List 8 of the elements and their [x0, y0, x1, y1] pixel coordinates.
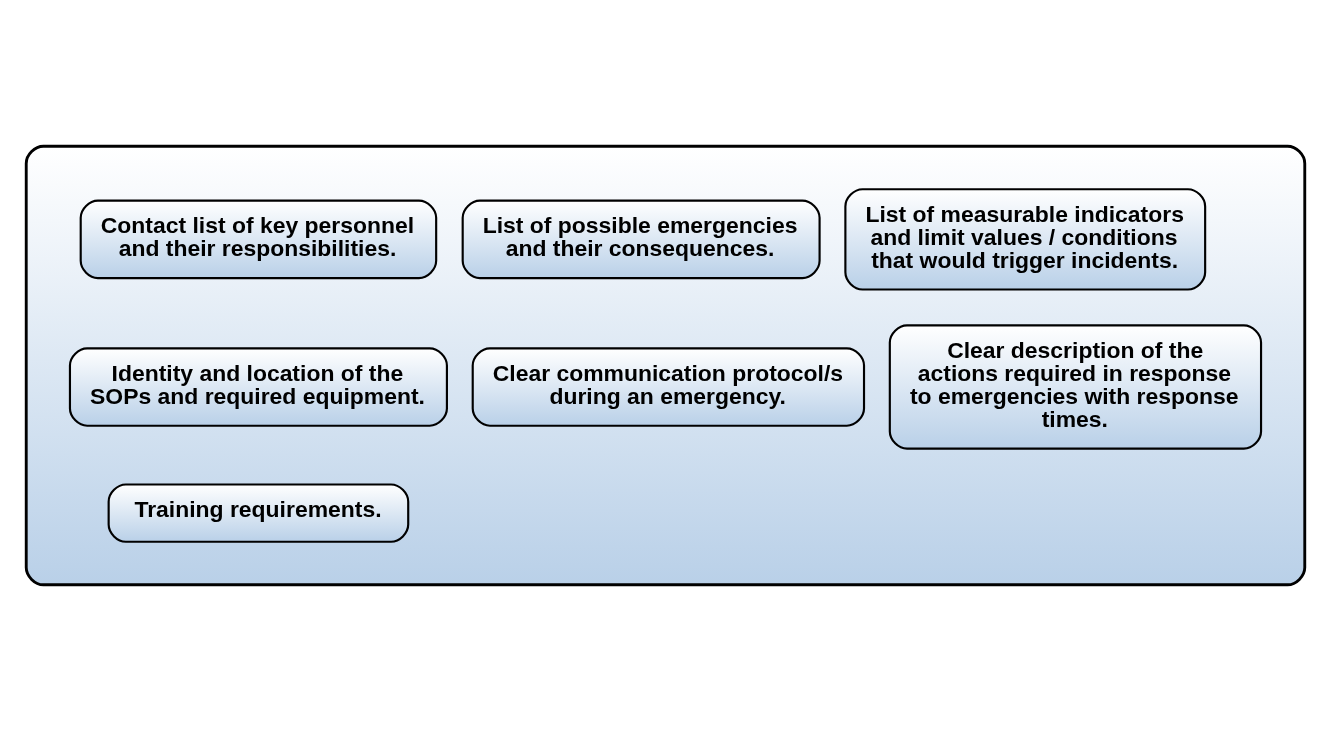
node-box: Contact list of key personnel and their responsibilities.	[79, 199, 438, 280]
node-box: List of measurable indicators and limit values / conditions that would trigger incidents.	[844, 188, 1207, 291]
node-box: Clear communication protocol/s during an emergency.	[471, 347, 866, 427]
node-box: Clear description of the actions required in response to emergencies with response times.	[888, 324, 1263, 450]
cluster	[24, 144, 1307, 587]
node-box: Identity and location of the SOPs and required equipment.	[68, 347, 448, 427]
node-box: Training requirements.	[107, 483, 410, 543]
node-box: List of possible emergencies and their consequences.	[461, 199, 821, 280]
